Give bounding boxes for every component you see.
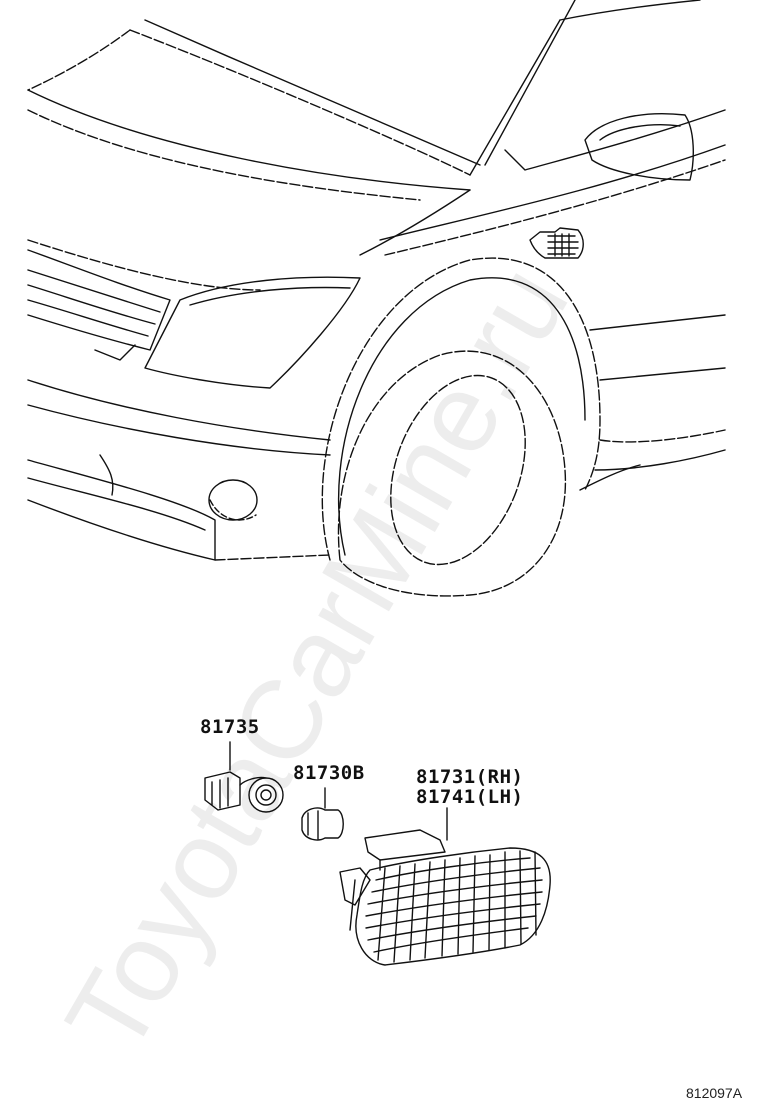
wheel-arch-outline	[321, 257, 601, 561]
lamp-81731-81741	[339, 807, 551, 966]
fog-lamp-outline	[208, 479, 258, 521]
part-number-lamp-rh: 81731(RH)	[416, 766, 524, 788]
part-number-bulb: 81730B	[293, 762, 365, 784]
part-number-lamp-lh: 81741(LH)	[416, 786, 524, 808]
tire-outline	[337, 350, 567, 597]
hood-outline	[27, 29, 131, 91]
mirror-outline	[584, 113, 694, 181]
part-number-socket: 81735	[200, 716, 260, 738]
side-marker-on-car	[529, 227, 584, 259]
wheel-outline	[390, 374, 526, 566]
bumper-outline	[27, 379, 331, 441]
socket-81735	[204, 741, 284, 813]
bulb-81730b	[301, 787, 344, 841]
diagram-reference: 812097A	[686, 1085, 743, 1101]
grille-outline	[27, 249, 171, 351]
headlight-outline	[144, 276, 361, 389]
windshield-outline	[129, 29, 471, 176]
